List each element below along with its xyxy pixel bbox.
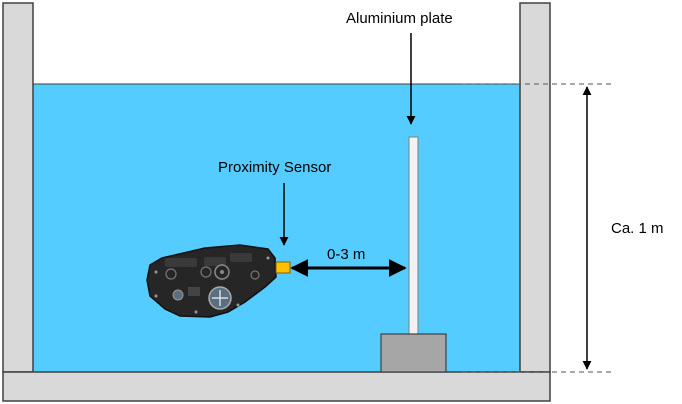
water bbox=[33, 84, 520, 372]
plate-base bbox=[380, 333, 447, 373]
aluminium-plate bbox=[408, 136, 419, 335]
distance-range-label: 0-3 m bbox=[327, 246, 366, 263]
rov-vehicle bbox=[146, 244, 277, 318]
proximity-sensor bbox=[275, 261, 291, 274]
aluminium-plate-label: Aluminium plate bbox=[346, 10, 453, 27]
tank-left-wall bbox=[2, 2, 34, 373]
proximity-sensor-label: Proximity Sensor bbox=[218, 159, 332, 176]
tank-floor bbox=[2, 371, 551, 402]
tank-right-wall bbox=[519, 2, 551, 373]
water-height-label: Ca. 1 m bbox=[611, 220, 664, 237]
